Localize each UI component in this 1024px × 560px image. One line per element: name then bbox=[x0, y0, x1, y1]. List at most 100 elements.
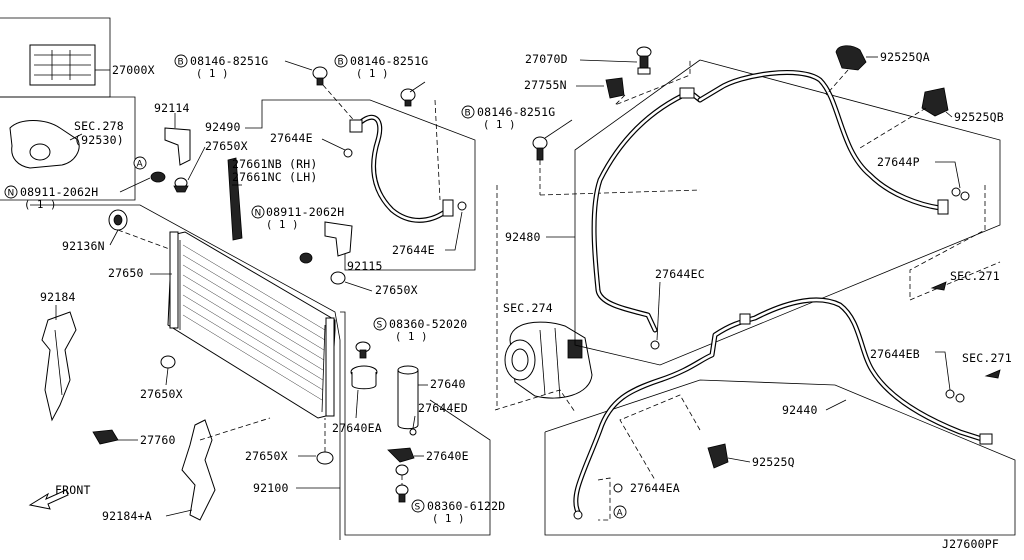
n-prefix-circle-a bbox=[4, 185, 18, 199]
label-92525qa: 92525QA bbox=[880, 50, 930, 64]
sec271-a-label: SEC.271 bbox=[950, 269, 1000, 283]
label-n08911-b: 08911-2062H bbox=[266, 205, 344, 219]
condenser-box-line bbox=[30, 204, 341, 540]
pipe-92440-box bbox=[544, 379, 1016, 536]
label-b08146-b-qty: ( 1 ) bbox=[356, 68, 389, 80]
sec278-part bbox=[0, 96, 136, 201]
pipe-92480-part bbox=[591, 69, 949, 350]
clip-92525qb-part bbox=[921, 87, 949, 117]
front-label: FRONT bbox=[55, 483, 91, 497]
label-92480: 92480 bbox=[505, 230, 541, 244]
label-27640: 27640 bbox=[430, 377, 466, 391]
label-27644ed: 27644ED bbox=[418, 401, 468, 415]
oring-27644eb-b-part bbox=[955, 393, 965, 403]
label-27650x-d: 27650X bbox=[245, 449, 288, 463]
label-27644eb: 27644EB bbox=[870, 347, 920, 361]
label-27650x-a: 27650X bbox=[205, 139, 248, 153]
label-n08911-a: 08911-2062H bbox=[20, 185, 98, 199]
n-prefix-b: N bbox=[255, 209, 262, 219]
label-27760: 27760 bbox=[140, 433, 176, 447]
bracket-92115-part bbox=[299, 221, 353, 285]
label-92184a: 92184+A bbox=[102, 509, 152, 523]
pipe-92440-part bbox=[573, 297, 993, 520]
label-92114: 92114 bbox=[154, 101, 190, 115]
seal-27661-part bbox=[227, 157, 243, 241]
label-n08911-b-qty: ( 1 ) bbox=[266, 219, 299, 231]
callout-a2: A bbox=[617, 509, 624, 519]
label-27650x-b: 27650X bbox=[375, 283, 418, 297]
n-prefix-a: N bbox=[8, 189, 15, 199]
label-27644e-a: 27644E bbox=[270, 131, 313, 145]
b-prefix-circle-c bbox=[461, 105, 475, 119]
label-92525q: 92525Q bbox=[752, 455, 795, 469]
bolt-s08360-a-part bbox=[355, 341, 371, 359]
plug-27640e-part bbox=[387, 447, 415, 476]
sec278-sub-label: (92530) bbox=[74, 133, 124, 147]
oring-27644eb-a-part bbox=[945, 389, 955, 399]
n-prefix-circle-b bbox=[251, 205, 265, 219]
label-27661nc: 27661NC (LH) bbox=[232, 170, 317, 184]
mount-27650x-c-part bbox=[160, 355, 176, 369]
s-prefix-a: S bbox=[377, 321, 383, 331]
label-27000x: 27000X bbox=[112, 63, 155, 77]
s-prefix-circle-a bbox=[373, 317, 387, 331]
clip-92525q-part bbox=[707, 443, 729, 469]
callout-a2-circle bbox=[613, 505, 627, 519]
label-92440: 92440 bbox=[782, 403, 818, 417]
b-prefix-circle-b bbox=[334, 54, 348, 68]
bracket-92114-part bbox=[164, 113, 191, 166]
valve-27070d-part bbox=[636, 46, 652, 75]
oring-27644ed-part bbox=[409, 428, 417, 436]
s-prefix-b: S bbox=[415, 503, 421, 513]
switch-27755n-part bbox=[605, 77, 625, 99]
label-s08360-a-qty: ( 1 ) bbox=[395, 331, 428, 343]
label-s08360-a: 08360-52020 bbox=[389, 317, 467, 331]
bolt-s08360-b-part bbox=[395, 484, 409, 503]
label-b08146-a-qty: ( 1 ) bbox=[196, 68, 229, 80]
label-92136n: 92136N bbox=[62, 239, 105, 253]
hose-92490-part bbox=[343, 114, 467, 223]
sensor-27760-part bbox=[92, 429, 119, 445]
label-92490: 92490 bbox=[205, 120, 241, 134]
label-92100: 92100 bbox=[253, 481, 289, 495]
mount-27650x-d-part bbox=[316, 451, 334, 465]
receiver-27640-part bbox=[350, 365, 419, 430]
label-27644ea: 27644EA bbox=[630, 481, 680, 495]
label-b08146-c: 08146-8251G bbox=[477, 105, 555, 119]
callout-a-circle bbox=[133, 156, 147, 170]
diagram-id: J27600PF bbox=[942, 537, 999, 551]
clip-dash bbox=[619, 394, 701, 481]
sec271-b-label: SEC.271 bbox=[962, 351, 1012, 365]
b-prefix-c: B bbox=[465, 109, 471, 119]
oring-dash bbox=[597, 477, 611, 521]
condenser-27650-part bbox=[167, 231, 336, 419]
compressor-sec274-part bbox=[504, 321, 593, 399]
bolt-b08146-b-part bbox=[400, 88, 416, 107]
bolt-b08146-c-part bbox=[532, 136, 548, 161]
s-prefix-circle-b bbox=[411, 499, 425, 513]
drier-box-line bbox=[340, 311, 491, 536]
label-27755n: 27755N bbox=[524, 78, 567, 92]
grommet-92136n-part bbox=[108, 209, 128, 231]
b-prefix-a: B bbox=[178, 58, 184, 68]
compressor-dash bbox=[494, 389, 576, 413]
label-27000x-part bbox=[0, 17, 111, 98]
label-27644e-b: 27644E bbox=[392, 243, 435, 257]
label-92184: 92184 bbox=[40, 290, 76, 304]
label-b08146-a: 08146-8251G bbox=[190, 54, 268, 68]
label-27644p: 27644P bbox=[877, 155, 920, 169]
label-92115: 92115 bbox=[347, 259, 383, 273]
oring-27644p-a-part bbox=[951, 187, 961, 197]
label-b08146-c-qty: ( 1 ) bbox=[483, 119, 516, 131]
label-27661nb: 27661NB (RH) bbox=[232, 157, 317, 171]
label-27644ec: 27644EC bbox=[655, 267, 705, 281]
label-s08360-b-qty: ( 1 ) bbox=[432, 513, 465, 525]
front-arrow-icon bbox=[28, 489, 69, 510]
label-27650x-c: 27650X bbox=[140, 387, 183, 401]
clip-92525qa-part bbox=[835, 45, 867, 71]
label-27640e: 27640E bbox=[426, 449, 469, 463]
label-s08360-b: 08360-6122D bbox=[427, 499, 505, 513]
sec271-a-arrow-icon bbox=[930, 281, 947, 291]
label-92525qb: 92525QB bbox=[954, 110, 1004, 124]
